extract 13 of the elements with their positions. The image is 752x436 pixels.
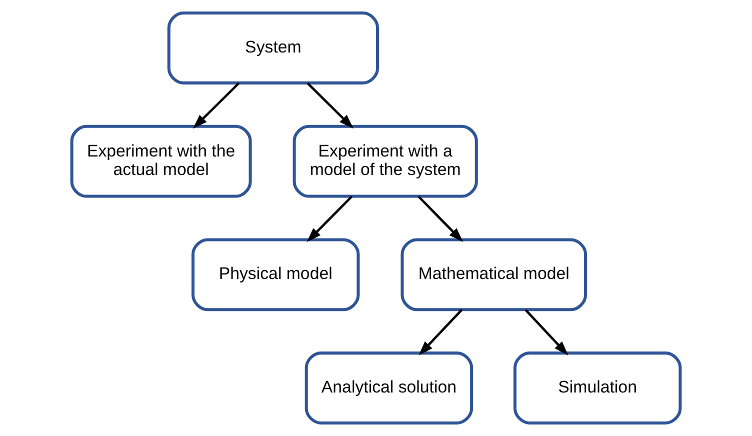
node-box: Experiment with the actual model: [70, 124, 252, 198]
node-box: Physical model: [192, 238, 360, 312]
arrow: [418, 196, 464, 242]
arrow: [192, 82, 240, 129]
node-box: Mathematical model: [400, 238, 588, 312]
arrow: [306, 196, 353, 242]
arrow: [418, 308, 463, 356]
node-box: Experiment with a model of the system: [292, 124, 478, 198]
arrow: [524, 308, 568, 356]
node-box: System: [167, 12, 380, 84]
arrow: [306, 82, 354, 129]
node-box: Analytical solution: [304, 352, 474, 424]
node-box: Simulation: [513, 352, 682, 424]
